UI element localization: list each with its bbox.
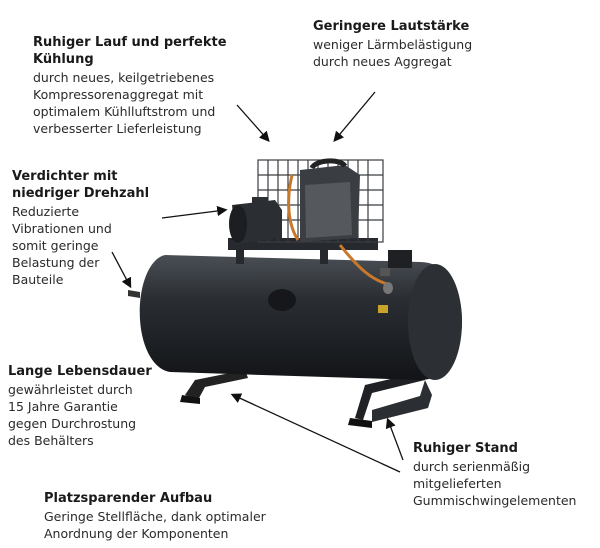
callout-title: Geringere Lautstärke (313, 19, 470, 34)
callout-kuehlung: Ruhiger Lauf und perfekte Kühlung durch … (33, 34, 263, 137)
callout-desc: weniger Lärmbelästigung durch neues Aggr… (313, 37, 473, 69)
callout-title: Ruhiger Stand (413, 441, 518, 456)
callout-verdichter: Verdichter mit niedriger Drehzahl Reduzi… (12, 168, 172, 288)
callout-aufbau: Platzsparender Aufbau Geringe Stellfläch… (44, 490, 334, 542)
callout-stand: Ruhiger Stand durch serienmäßig mitgelie… (413, 440, 598, 509)
callout-title: Lange Lebensdauer (8, 364, 152, 379)
tank (128, 255, 462, 380)
callout-desc: durch neues, keilgetriebenes Kompressore… (33, 70, 216, 136)
callout-arrows (111, 91, 404, 473)
callout-desc: durch serienmäßig mitgelieferten Gummisc… (413, 459, 577, 508)
callout-title: Ruhiger Lauf und perfekte Kühlung (33, 35, 227, 67)
callout-desc: Reduzierte Vibrationen und somit geringe… (12, 204, 112, 287)
callout-title: Platzsparender Aufbau (44, 491, 213, 506)
tank-legs (180, 370, 432, 428)
callout-title: Verdichter mit niedriger Drehzahl (12, 169, 150, 201)
callout-desc: gewährleistet durch 15 Jahre Garantie ge… (8, 382, 137, 448)
callout-lebensdauer: Lange Lebensdauer gewährleistet durch 15… (8, 363, 183, 449)
callout-desc: Geringe Stellfläche, dank optimaler Anor… (44, 509, 266, 541)
callout-lautstaerke: Geringere Lautstärke weniger Lärmbelästi… (313, 18, 513, 70)
compressor-unit (228, 158, 412, 294)
